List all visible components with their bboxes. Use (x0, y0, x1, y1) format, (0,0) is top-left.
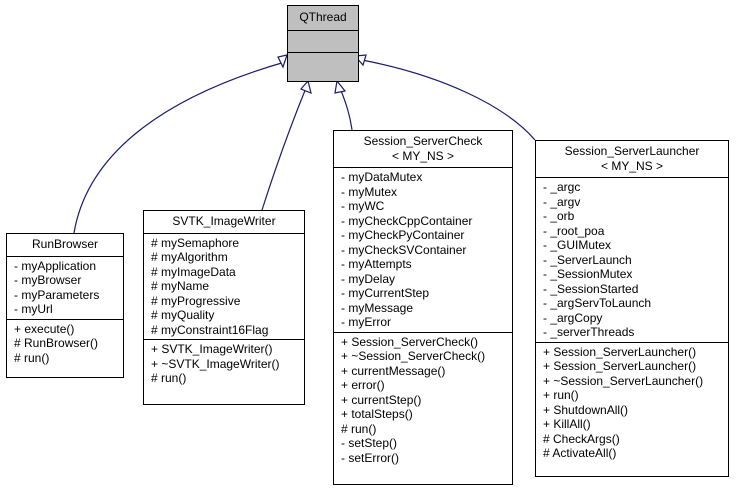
attribute-row: - _argv (543, 194, 581, 209)
attribute-row: - _serverThreads (543, 325, 635, 339)
class-box-runbrowser[interactable]: RunBrowser - myApplication - myBrowser -… (6, 233, 124, 378)
edge-serverlauncher-to-qthread (361, 59, 536, 141)
class-methods-runbrowser: + execute() # RunBrowser() # run() (7, 318, 123, 368)
attribute-row: - myBrowser (14, 273, 82, 287)
method-row: + execute() (14, 321, 75, 336)
attribute-row: - myParameters (14, 287, 100, 302)
attribute-row: - myMutex (341, 184, 398, 199)
attribute-row: # myImageData (151, 264, 236, 279)
attribute-row: - _ServerLaunch (543, 252, 632, 267)
attribute-row: - myWC (341, 199, 385, 213)
class-title-line: RunBrowser (31, 237, 99, 251)
method-row: + Session_ServerLauncher() (543, 359, 697, 373)
class-methods-session-serverlauncher: + Session_ServerLauncher() + Session_Ser… (536, 341, 728, 463)
attribute-row: # myAlgorithm (151, 250, 228, 264)
attribute-row: # myConstraint16Flag (151, 322, 269, 337)
attribute-row: - _SessionMutex (543, 267, 633, 281)
method-row: - setError() (341, 450, 399, 465)
class-title-line: Session_ServerLauncher (564, 144, 700, 158)
attribute-row: - _argCopy (543, 310, 603, 325)
class-title-svtk-imagewriter: SVTK_ImageWriter (144, 211, 304, 233)
class-title-line: Session_ServerCheck (363, 134, 483, 148)
method-row: + ~SVTK_ImageWriter() (151, 356, 280, 371)
class-methods-svtk-imagewriter: + SVTK_ImageWriter() + ~SVTK_ImageWriter… (144, 339, 304, 388)
method-row: # CheckArgs() (543, 431, 620, 446)
method-row: + currentStep() (341, 392, 422, 407)
attribute-row: - _SessionStarted (543, 281, 639, 296)
class-attributes-qthread (288, 29, 358, 52)
class-attributes-session-servercheck: - myDataMutex - myMutex - myWC - myCheck… (334, 167, 512, 332)
attribute-row: - myDelay (341, 271, 396, 286)
attribute-row: # myName (151, 279, 210, 293)
class-title-session-serverlauncher: Session_ServerLauncher < MY_NS > (536, 141, 728, 177)
method-row: + currentMessage() (341, 363, 446, 378)
class-box-session-servercheck[interactable]: Session_ServerCheck < MY_NS > - myDataMu… (333, 130, 513, 485)
method-row: + SVTK_ImageWriter() (151, 342, 273, 356)
method-row: + ~Session_ServerLauncher() (543, 373, 704, 388)
class-attributes-session-serverlauncher: - _argc - _argv - _orb - _root_poa - _GU… (536, 177, 728, 342)
method-row: + Session_ServerLauncher() (543, 344, 697, 359)
attribute-row: # myQuality (151, 308, 215, 322)
class-methods-qthread (288, 51, 358, 74)
attribute-row: - _argServToLaunch (543, 296, 652, 310)
class-title-qthread: QThread (299, 10, 347, 24)
class-box-qthread[interactable]: QThread (287, 5, 359, 82)
method-row: + ShutdownAll() (543, 402, 629, 417)
method-row: # RunBrowser() (14, 336, 99, 350)
class-attributes-svtk-imagewriter: # mySemaphore # myAlgorithm # myImageDat… (144, 232, 304, 340)
class-title-session-servercheck: Session_ServerCheck < MY_NS > (334, 131, 512, 167)
method-row: # run() (151, 371, 187, 385)
method-row: + ~Session_ServerCheck() (341, 349, 486, 363)
method-row: # run() (14, 350, 50, 365)
attribute-row: - _root_poa (543, 223, 605, 238)
attribute-row: - myDataMutex (341, 170, 423, 184)
class-title-template: < MY_NS > (600, 158, 664, 173)
attribute-row: - myCheckSVContainer (341, 242, 467, 257)
class-title-template: < MY_NS > (391, 148, 455, 163)
edge-runbrowser-to-qthread (73, 61, 286, 234)
arrowhead-imagewriter (299, 79, 312, 94)
attribute-row: # mySemaphore (151, 235, 240, 250)
attribute-row: - _argc (543, 180, 581, 194)
class-box-session-serverlauncher[interactable]: Session_ServerLauncher < MY_NS > - _argc… (535, 140, 729, 477)
class-title-runbrowser: RunBrowser (7, 234, 123, 256)
arrowhead-servercheck (334, 79, 347, 94)
attribute-row: # myProgressive (151, 293, 241, 308)
attribute-row: - myMessage (341, 300, 414, 315)
class-title-line: SVTK_ImageWriter (172, 214, 276, 228)
method-row: + Session_ServerCheck() (341, 334, 479, 349)
method-row: + run() (543, 388, 579, 402)
attribute-row: - myCheckPyContainer (341, 228, 465, 242)
class-attributes-runbrowser: - myApplication - myBrowser - myParamete… (7, 255, 123, 319)
arrowhead-runbrowser (277, 54, 288, 69)
attribute-row: - myAttempts (341, 257, 412, 271)
class-box-svtk-imagewriter[interactable]: SVTK_ImageWriter # mySemaphore # myAlgor… (143, 210, 305, 405)
attribute-row: - myCheckCppContainer (341, 213, 473, 228)
method-row: - setStep() (341, 436, 398, 450)
edge-servercheck-to-qthread (339, 87, 353, 131)
attribute-row: - myUrl (14, 302, 53, 316)
method-row: + totalSteps() (341, 407, 413, 421)
method-row: # run() (341, 421, 377, 436)
attribute-row: - myError (341, 315, 391, 329)
class-methods-session-servercheck: + Session_ServerCheck() + ~Session_Serve… (334, 331, 512, 468)
method-row: # ActivateAll() (543, 446, 617, 460)
attribute-row: - myApplication (14, 258, 97, 273)
attribute-row: - myCurrentStep (341, 286, 430, 300)
attribute-row: - _orb (543, 209, 575, 223)
edge-imagewriter-to-qthread (261, 87, 307, 211)
attribute-row: - _GUIMutex (543, 238, 612, 252)
method-row: + KillAll() (543, 417, 591, 431)
method-row: + error() (341, 378, 385, 392)
